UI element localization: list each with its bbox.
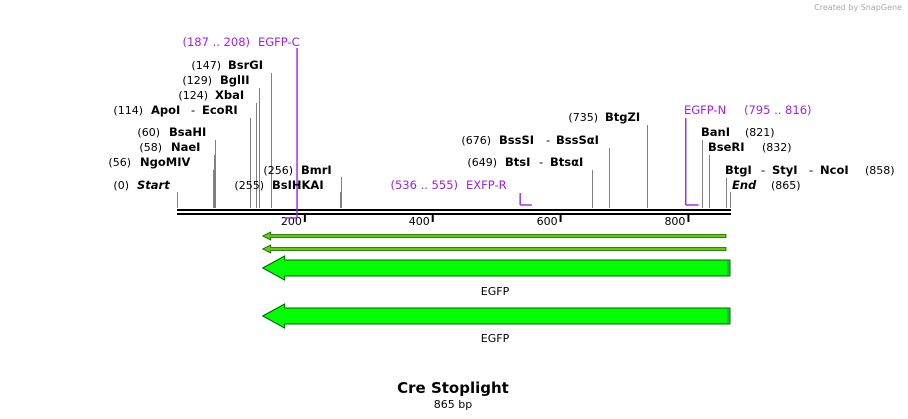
primer-range: (536 .. 555) [391,178,459,192]
enzyme-site-btsi: (649) BtsI - BtsαI [467,155,583,169]
enzyme-site-apoi-ecori: (114) ApoI - EcoRI [113,103,237,117]
ruler-tick-label: 800 [664,215,685,228]
site-position: (147) [191,59,221,72]
ruler: 200 400 600 800 [281,215,690,228]
ruler-tick-label: 400 [409,215,430,228]
enzyme-site-bsahi: (60) BsaHI [137,125,206,139]
enzyme-site-bsrgi: (147) BsrGI [191,58,263,72]
primer-name: EGFP-N [684,103,726,117]
enzyme-name: BsrGI [228,58,263,72]
primer-name: EGFP-C [258,35,300,49]
end-name: End [732,178,757,192]
site-position: (114) [113,104,143,117]
enzyme-site-bseri: BseRI (832) [708,140,792,154]
enzyme-site-bglii: (129) BglII [182,73,249,87]
enzyme-site-btgzi: (735) BtgZI [568,110,640,124]
feature-end-cap [727,308,730,324]
sequence-length: 865 bp [434,398,472,411]
separator: - [761,163,765,177]
enzyme-name: BanI [701,125,730,139]
ruler-tick-label: 600 [537,215,558,228]
primer-name: EXFP-R [466,178,507,192]
enzyme-name: ApoI [151,103,180,117]
enzyme-name: BsaHI [169,125,206,139]
enzyme-name: BseRI [708,140,745,154]
end-position: (865) [771,179,801,192]
site-position: (60) [137,126,160,139]
enzyme-name: NgoMIV [140,155,190,169]
enzyme-name: NcoI [820,163,849,177]
enzyme-name: BtgI [725,163,752,177]
enzyme-name: BsIHKAI [272,178,324,192]
start-label: (0) Start [113,178,170,192]
enzyme-name: StyI [772,163,798,177]
enzyme-name: BssSI [499,133,534,147]
primer-egfp-n: EGFP-N (795 .. 816) [684,103,812,117]
enzyme-name: EcoRI [202,103,238,117]
site-position: (649) [467,156,497,169]
separator: - [809,163,813,177]
enzyme-name: BglII [220,73,250,87]
backbone-line-bottom [177,213,731,215]
separator: - [191,103,195,117]
primer-range: (795 .. 816) [744,103,812,117]
separator: - [539,155,543,169]
enzyme-site-bsssi: (676) BssSI - BssSαI [461,133,599,147]
enzyme-name: BtsI [505,155,530,169]
end-label: End (865) [732,178,801,192]
feature-label: EGFP [481,285,510,298]
site-position: (124) [178,89,208,102]
features-track [261,231,731,329]
thin-feature-arrow [261,231,727,241]
primer-range: (187 .. 208) [183,35,251,49]
egfp-feature-arrow [261,303,731,329]
site-lines [177,48,731,219]
site-position: (129) [182,74,212,87]
site-position: (858) [865,164,895,177]
start-name: Start [137,178,170,192]
enzyme-site-naei: (58) NaeI [139,140,200,154]
site-position: (56) [108,156,131,169]
enzyme-site-bani: BanI (821) [701,125,775,139]
start-position: (0) [113,179,129,192]
enzyme-name: BssSαI [556,133,599,147]
enzyme-name: BmrI [301,163,332,177]
feature-end-cap [727,260,730,276]
enzyme-site-xbai: (124) XbaI [178,88,244,102]
enzyme-site-bslhkai: (255) BsIHKAI [234,178,323,192]
feature-label: EGFP [481,332,510,345]
enzyme-name: NaeI [171,140,200,154]
enzyme-site-ngomiv: (56) NgoMIV [108,155,190,169]
sequence-backbone [177,209,731,215]
egfp-feature-arrow [261,255,731,281]
site-position: (256) [263,164,293,177]
site-position: (58) [139,141,162,154]
ruler-tick-label: 200 [281,215,302,228]
primer-egfp-c: (187 .. 208) EGFP-C [183,35,300,49]
thin-feature-arrow [261,244,727,254]
enzyme-name: BtgZI [605,110,640,124]
snapgene-credit: Created by SnapGene [814,3,902,12]
backbone-line-top [177,209,731,211]
site-position: (676) [461,134,491,147]
site-position: (821) [745,126,775,139]
site-position: (735) [568,111,598,124]
enzyme-site-btgi-styi-ncoi: BtgI - StyI - NcoI (858) [725,163,895,177]
enzyme-name: BtsαI [550,155,583,169]
site-position: (832) [762,141,792,154]
enzyme-name: XbaI [215,88,244,102]
site-position: (255) [234,179,264,192]
map-title: Cre Stoplight [397,379,509,397]
enzyme-site-bmri: (256) BmrI [263,163,331,177]
separator: - [546,133,550,147]
primer-exfp-r: (536 .. 555) EXFP-R [391,178,507,192]
